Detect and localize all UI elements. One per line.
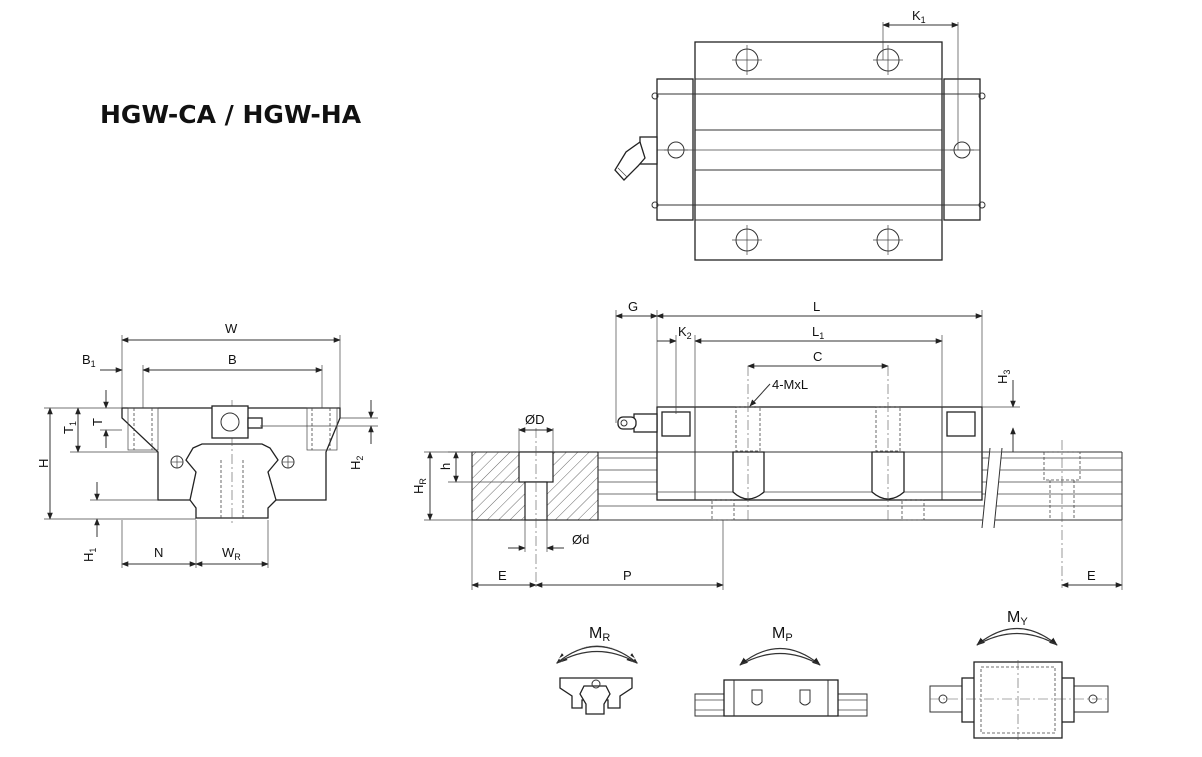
n-label: N [154, 545, 163, 560]
h1-label: H1 [81, 548, 98, 562]
grease-nipple-icon [617, 413, 658, 433]
p-label: P [623, 568, 632, 583]
drawing-title: HGW-CA / HGW-HA [100, 100, 362, 129]
g-label: G [628, 299, 638, 314]
top-view: K1 [614, 8, 986, 261]
grease-nipple-icon [211, 405, 263, 439]
mounting-hole-icon [732, 45, 903, 255]
t-label: T [90, 418, 105, 426]
side-view: L G L1 K2 C 4-MxL H3 ØD Ød [411, 299, 1123, 590]
b1-label: B1 [82, 352, 96, 369]
od-small-label: Ød [572, 532, 589, 547]
moment-my: MY [929, 609, 1109, 740]
front-view: W B B1 H T1 T H1 H2 [36, 321, 378, 568]
moment-mr: MR [556, 625, 638, 715]
h3-label: H3 [995, 370, 1012, 384]
e-right-label: E [1087, 568, 1096, 583]
h2-label: H2 [348, 456, 365, 470]
moment-mp: MP [694, 625, 868, 717]
h-label: H [36, 459, 51, 468]
c-label: C [813, 349, 822, 364]
wr-label: WR [222, 545, 241, 562]
t1-label: T1 [61, 421, 78, 434]
k2-label: K2 [678, 324, 692, 341]
mr-label: MR [589, 625, 610, 644]
l-label: L [813, 299, 820, 314]
od-label: ØD [525, 412, 545, 427]
b-label: B [228, 352, 237, 367]
mp-label: MP [772, 625, 793, 644]
e-left-label: E [498, 568, 507, 583]
grease-nipple-icon [614, 136, 658, 181]
k1-label: K1 [912, 8, 926, 25]
h-small-label: h [438, 463, 453, 470]
my-label: MY [1007, 609, 1028, 628]
l1-label: L1 [812, 324, 824, 341]
hr-label: HR [411, 478, 428, 494]
mxl-label: 4-MxL [772, 377, 808, 392]
w-label: W [225, 321, 238, 336]
